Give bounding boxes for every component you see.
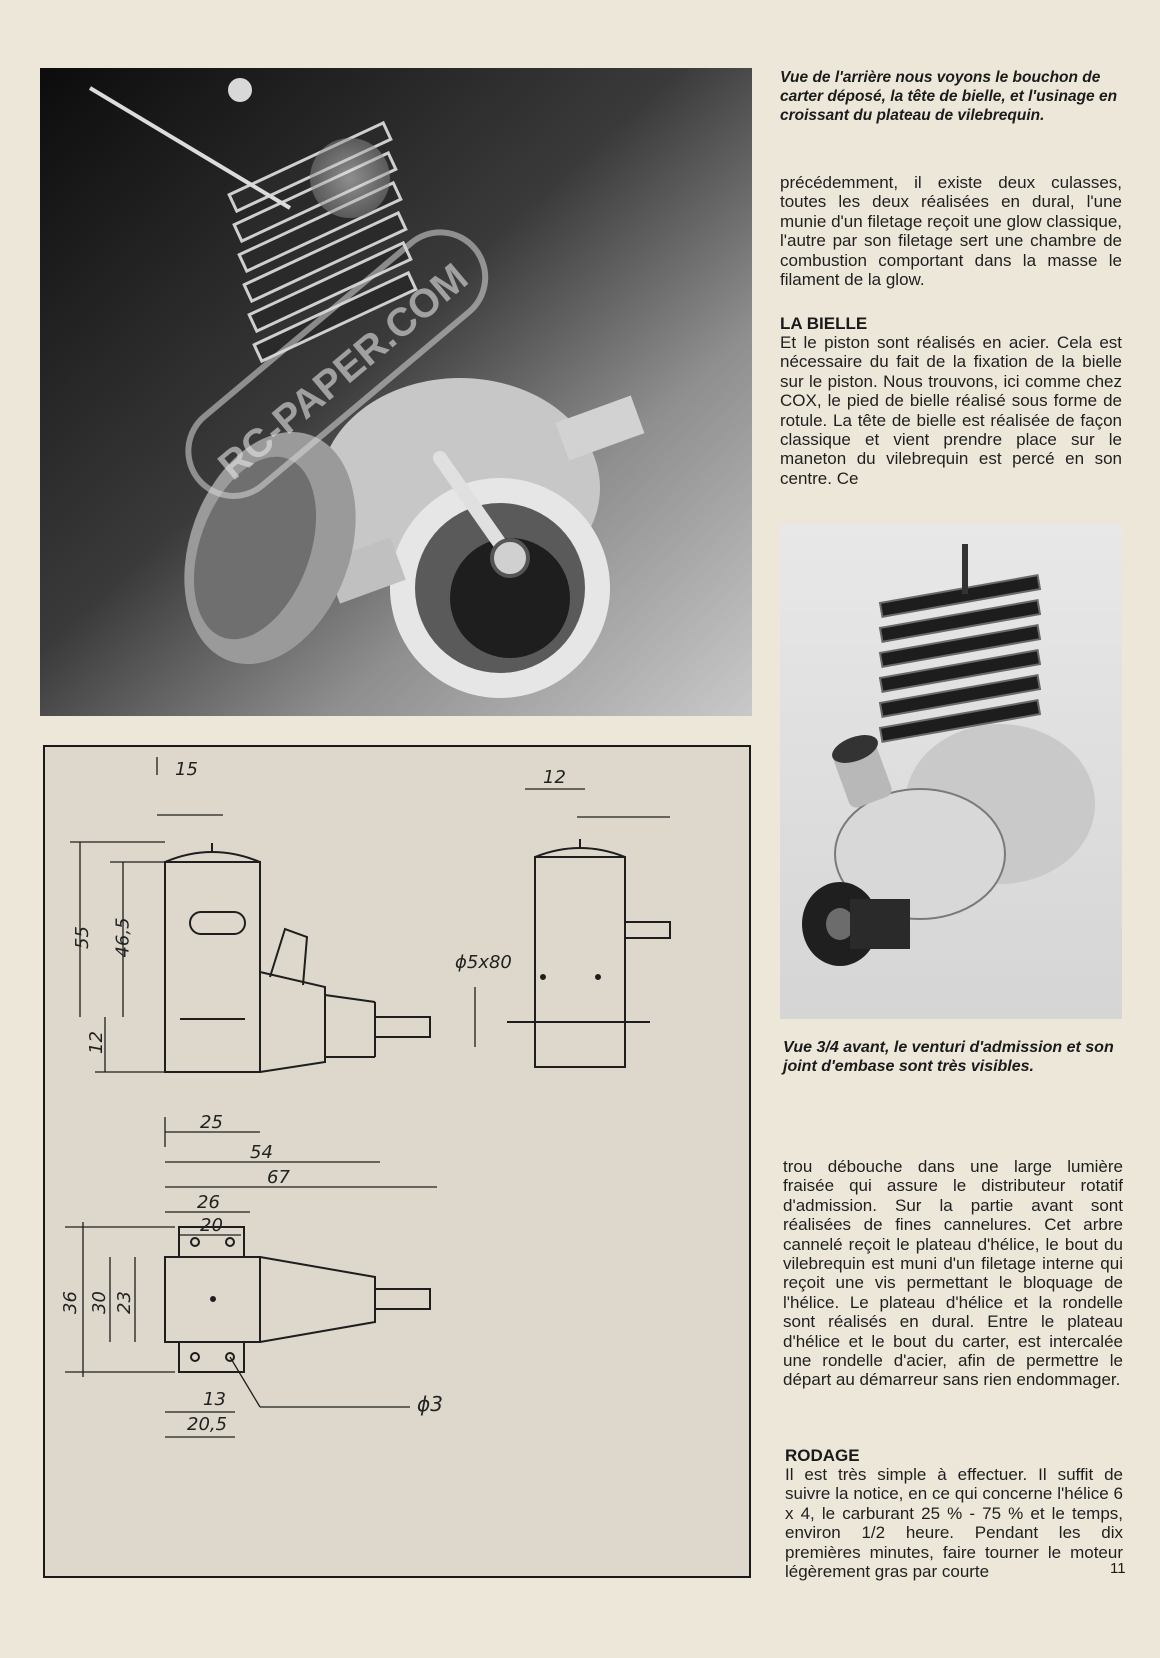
dim-54: 54 <box>250 1142 273 1163</box>
dim-12-top: 12 <box>543 767 566 788</box>
top-photo-caption: Vue de l'arrière nous voyons le bouchon … <box>780 69 1118 124</box>
dim-15: 15 <box>175 759 198 780</box>
technical-drawing: 15 12 55 46,5 12 ϕ5x80 25 54 67 26 20 36… <box>43 745 751 1578</box>
dim-phi-3: ϕ3 <box>417 1392 443 1416</box>
dim-5x80: ϕ5x80 <box>455 952 512 973</box>
heading-la-bielle: LA BIELLE <box>780 314 868 333</box>
dim-13: 13 <box>203 1389 226 1410</box>
front-photo-caption: Vue 3/4 avant, le venturi d'admission et… <box>783 1039 1114 1075</box>
dim-25: 25 <box>200 1112 223 1133</box>
dim-23: 23 <box>113 1291 135 1314</box>
dim-67: 67 <box>267 1167 290 1188</box>
paragraph-culasses: précédemment, il existe deux culasses, t… <box>780 173 1122 290</box>
paragraph-rodage: Il est très simple à effectuer. Il suffi… <box>785 1465 1123 1582</box>
heading-rodage: RODAGE <box>785 1446 860 1465</box>
dim-20-5: 20,5 <box>187 1414 228 1435</box>
dim-30: 30 <box>88 1291 110 1314</box>
dim-36: 36 <box>59 1291 81 1314</box>
dim-12-left: 12 <box>85 1031 107 1054</box>
dim-46-5: 46,5 <box>112 917 134 958</box>
dim-55: 55 <box>71 926 93 949</box>
dim-20: 20 <box>200 1215 223 1236</box>
engine-front-photo <box>780 524 1122 1019</box>
dim-26: 26 <box>197 1192 220 1213</box>
engine-rear-photo: RC-PAPER.COM <box>40 68 752 716</box>
page-number: 11 <box>1110 1560 1126 1577</box>
paragraph-bielle: Et le piston sont réalisés en acier. Cel… <box>780 333 1122 488</box>
paragraph-arbre: trou débouche dans une large lumière fra… <box>783 1157 1123 1390</box>
